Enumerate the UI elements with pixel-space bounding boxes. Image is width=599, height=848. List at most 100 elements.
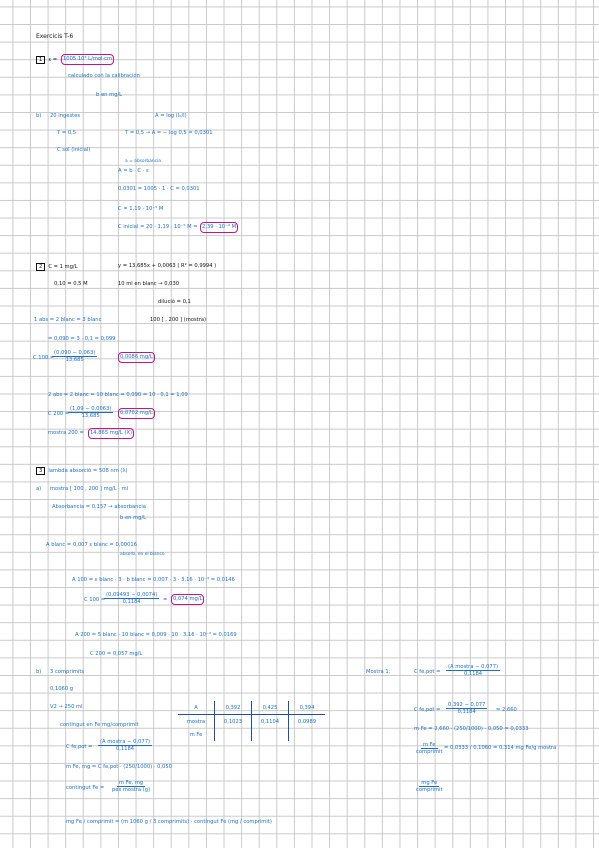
- blank-note: absorb. en el blanco: [120, 552, 165, 557]
- c100-denominator: 0,1184: [122, 599, 141, 605]
- page-title: Exercicis T-6: [36, 33, 74, 40]
- table-cell: m Fe: [189, 731, 203, 738]
- transmittance-value: T = 0,5: [57, 130, 77, 136]
- c200-line: C 200 = 0,057 mg/L: [90, 651, 143, 657]
- right-cfe2-denominator: 0,1184: [457, 709, 476, 715]
- table-cell: [214, 728, 252, 741]
- table-cell: 0,394: [288, 701, 325, 715]
- mfe-equation: m Fe, mg = C fe,pot · (250/1000) · 0,050: [66, 764, 172, 770]
- table-cell: 0,392: [214, 701, 252, 715]
- right-mfe2-fraction: m Fe comprimit: [416, 742, 442, 755]
- volume-line: V2 → 250 ml: [50, 704, 83, 710]
- table-cell: 0,1104: [251, 714, 289, 728]
- regression-equation: y = 13,685x + 0,0063 ( R² = 0,9994 ): [118, 263, 217, 269]
- b-units-note: b en mg/L: [96, 92, 123, 98]
- mostra200-label: mostra 200 =: [48, 430, 84, 436]
- c100-fraction: (0,09493 − 0,0074) 0,1184: [104, 592, 160, 605]
- c200-denominator: 13,685: [81, 413, 100, 419]
- initial-concentration-label: C sol (inicial): [57, 147, 91, 153]
- tablets-text: 3 comprimits: [50, 669, 85, 675]
- b-units-note: b en mg/L: [120, 515, 147, 521]
- exercise-number: 3: [36, 467, 46, 475]
- part-b-label: b): [36, 113, 42, 119]
- c200-result-box: 0,0702 mg/L: [118, 408, 155, 419]
- part-a-label: a): [36, 486, 42, 492]
- c100-denominator: 13,685: [65, 357, 84, 363]
- initial-concentration-box: 2,39 · 10⁻⁴ M: [199, 222, 239, 233]
- right-mfe3-numerator: mg Fe: [419, 780, 440, 787]
- right-mfe3-fraction: mg Fe comprimit: [416, 780, 442, 793]
- table-row: m Fe: [178, 728, 325, 741]
- epsilon-label: ε =: [48, 57, 58, 63]
- content-fe-fraction: m Fe, mg pes mostra (g): [112, 780, 150, 793]
- cfe-numerator: (A mostra − 0,077): [98, 739, 153, 746]
- right-mfe2-result: = 0,0333 / 0,1060 = 0,314 mg Fe/g mostra: [444, 745, 557, 751]
- c100-fraction: (0,090 − 0,063) 13,685: [52, 350, 98, 363]
- absorbance-line-b: 2 abs = 2 blanc = 10 blanc = 0,090 = 10 …: [48, 392, 188, 398]
- table-cell: [288, 728, 325, 741]
- content-fe-denominator: pes mostra (g): [112, 787, 151, 793]
- range-line: mostra [ 100 , 200 ] mg/L · ml: [50, 486, 129, 492]
- a100-equation: A 100 = ε blanc · 3 · b blanc = 0,007 · …: [72, 577, 235, 583]
- absorbance-line-a: 1 abs = 2 blanc = 3 blanc: [34, 317, 102, 323]
- range-line: 100 [ , 200 ] (mostra): [150, 317, 207, 323]
- right-mfe2-numerator: m Fe: [420, 742, 438, 749]
- absorbance-line: Absorbancia = 0,157 → absorbancia: [52, 504, 146, 510]
- right-cfe-denominator: 0,1184: [463, 671, 483, 677]
- epsilon-value-box: 1005·10³ L/mol·cm: [60, 54, 115, 65]
- table-cell: 0,425: [251, 701, 289, 715]
- dilution-line: dilució = 0,1: [158, 299, 191, 305]
- equals-sign: =: [163, 597, 168, 603]
- initial-concentration-equation: C inicial = 20 · 1,19 · 10⁻⁵ M =: [118, 224, 198, 230]
- c200-numerator: (1,09 − 0,0063): [68, 406, 114, 413]
- c100-result-box: 0,0086 mg/L: [118, 352, 155, 363]
- table-row: A 0,392 0,425 0,394: [178, 701, 325, 715]
- mostra200-result-box: 14,865 mg/L (X): [87, 428, 135, 439]
- absorbance-note: a = absorbancia: [125, 159, 162, 164]
- right-cfe-fraction: (A mostra − 0,077) 0,1184: [446, 664, 501, 677]
- table-cell: 0,0989: [288, 714, 325, 728]
- c200-label: C 200 =: [48, 411, 70, 417]
- table-cell: [251, 728, 289, 741]
- concentration-result: C = 1,19 · 10⁻⁵ M: [118, 206, 164, 212]
- right-cfe2-result: = 2,660: [496, 707, 517, 713]
- concentration-value: C = 1 mg/L: [48, 264, 78, 270]
- transmittance-equation: T = 0,5 → A = − log 0,5 = 0,0301: [125, 130, 213, 136]
- right-cfe-label: C fe,pot =: [414, 669, 441, 675]
- content-line: contingut en Fe mg/comprimit: [60, 722, 139, 728]
- table-cell: mostra: [186, 718, 206, 725]
- right-cfe2-label: C fe,pot =: [414, 707, 441, 713]
- right-cfe2-numerator: 0,392 − 0,077: [446, 702, 488, 709]
- c100-label: C 100 =: [33, 355, 55, 361]
- exercise-number: 1: [36, 56, 46, 64]
- table-cell: A: [178, 701, 215, 715]
- volume-line: 0,10 = 0,5 M: [54, 281, 88, 287]
- right-mfe2-denominator: comprimit: [416, 749, 443, 755]
- content-fe-label: contingut Fe =: [66, 785, 105, 791]
- right-cfe-numerator: (A mostra − 0,077): [446, 664, 501, 671]
- calibration-note: calculado con la calibración: [68, 73, 140, 79]
- measurement-table: A 0,392 0,425 0,394 mostra 0,1023 0,1104…: [178, 701, 325, 741]
- sample-1-label: Mostra 1:: [366, 669, 391, 675]
- right-cfe2-fraction: 0,392 − 0,077 0,1184: [446, 702, 488, 715]
- c200-fraction: (1,09 − 0,0063) 13,685: [68, 406, 114, 419]
- blank-line: 10 ml en blanc → 0,030: [118, 281, 180, 287]
- cfe-denominator: 0,1184: [115, 746, 135, 752]
- absorbance-equation-a: = 0,090 = 3 · 0,1 = 0,099: [48, 336, 116, 342]
- cfe-fraction: (A mostra − 0,077) 0,1184: [98, 739, 153, 752]
- final-formula: mg Fe / comprimit = (m 1060 g / 3 compri…: [66, 819, 272, 825]
- mass-line: 0,1060 g: [50, 686, 74, 692]
- c100-numerator: (0,09493 − 0,0074): [104, 592, 160, 599]
- equation-step-1: 0,0301 = 1005 · 1 · C = 0,0301: [118, 186, 200, 192]
- beer-lambert-law: A = b · C · ε: [118, 168, 149, 174]
- content-fe-numerator: m Fe, mg: [116, 780, 146, 787]
- absorbance-formula: A = log (I₀/I): [155, 113, 187, 119]
- lambda-line: lambda absorció = 508 nm (λ): [48, 468, 128, 474]
- c100-label: C 100 =: [84, 597, 106, 603]
- table-row: mostra 0,1023 0,1104 0,0989: [178, 714, 325, 728]
- c100-numerator: (0,090 − 0,063): [52, 350, 98, 357]
